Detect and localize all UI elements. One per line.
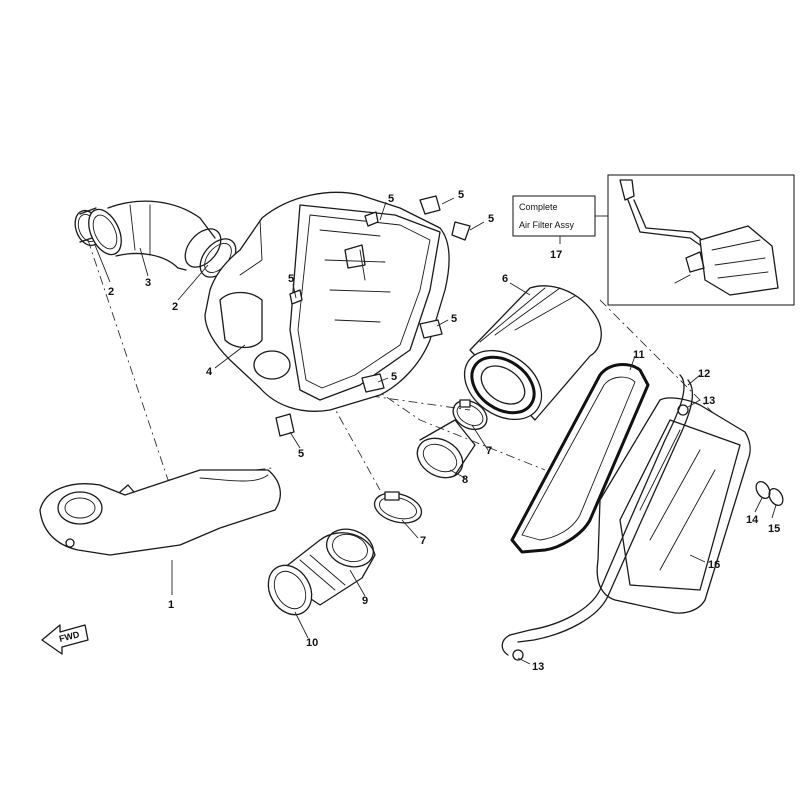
label-part-8: 8 (462, 474, 468, 486)
callout-line-1: Complete (519, 202, 558, 212)
part-labels: 2 3 2 4 5 5 5 5 5 5 5 6 11 12 13 7 8 7 1… (108, 189, 780, 673)
callout-box (512, 195, 608, 237)
label-part-12: 12 (698, 368, 710, 380)
label-part-15: 15 (768, 523, 780, 535)
part-12-breather-tube (501, 374, 694, 656)
label-part-2-right: 2 (172, 301, 178, 313)
label-part-17: 17 (550, 249, 562, 261)
label-part-4: 4 (206, 366, 213, 378)
label-part-7-upper: 7 (486, 445, 492, 457)
part-11-gasket (510, 363, 650, 554)
label-part-5-left: 5 (288, 273, 294, 285)
inset-assembly-box (607, 174, 795, 306)
leader-lines (94, 197, 777, 665)
part-16-airbox-lower (596, 397, 751, 614)
label-part-14: 14 (746, 514, 759, 526)
part-7-clamp-lower (373, 491, 423, 524)
label-part-1: 1 (168, 599, 174, 611)
label-part-5-top: 5 (388, 193, 394, 205)
part-14-15-drain-plug (755, 480, 784, 507)
fwd-label: FWD (58, 629, 81, 644)
forward-direction-arrow (41, 624, 89, 655)
label-part-3: 3 (145, 277, 151, 289)
part-6-air-filter (463, 285, 602, 421)
callout-line-2: Air Filter Assy (519, 220, 575, 230)
label-part-5-top-right: 5 (458, 189, 464, 201)
part-13-clamps (512, 404, 689, 661)
part-10-boot-ring (267, 564, 313, 616)
part-8-hose (416, 419, 476, 479)
part-3-intake-elbow (88, 200, 222, 271)
label-part-16: 16 (708, 559, 720, 571)
label-part-5-bottom: 5 (298, 448, 304, 460)
label-part-13-lower: 13 (532, 661, 544, 673)
part-1-intake-duct (39, 469, 281, 556)
label-part-11: 11 (633, 349, 645, 361)
label-part-6: 6 (502, 273, 508, 285)
part-7-clamp-upper (452, 399, 488, 431)
label-part-13-upper: 13 (703, 395, 715, 407)
label-part-2-left: 2 (108, 286, 114, 298)
label-part-10: 10 (306, 637, 318, 649)
label-part-7-lower: 7 (420, 535, 426, 547)
label-part-5-right: 5 (488, 213, 494, 225)
part-4-airbox-housing (204, 191, 450, 412)
label-part-5-lower: 5 (391, 371, 397, 383)
label-part-9: 9 (362, 595, 368, 607)
label-part-5-mid: 5 (451, 313, 457, 325)
